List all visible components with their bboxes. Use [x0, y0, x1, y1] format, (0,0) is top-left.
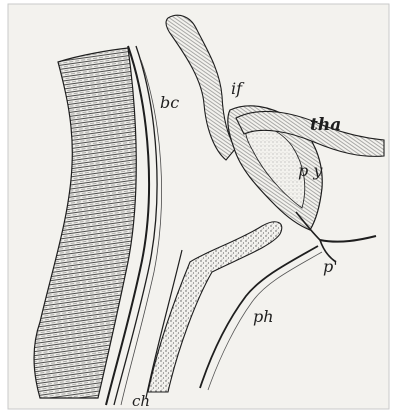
label-py: p y [298, 161, 323, 180]
label-p-prime: p' [323, 257, 338, 276]
label-ch: ch [132, 392, 150, 410]
label-ph: ph [253, 307, 274, 326]
label-tha: tha [310, 115, 341, 135]
label-bc: bc [160, 93, 179, 112]
